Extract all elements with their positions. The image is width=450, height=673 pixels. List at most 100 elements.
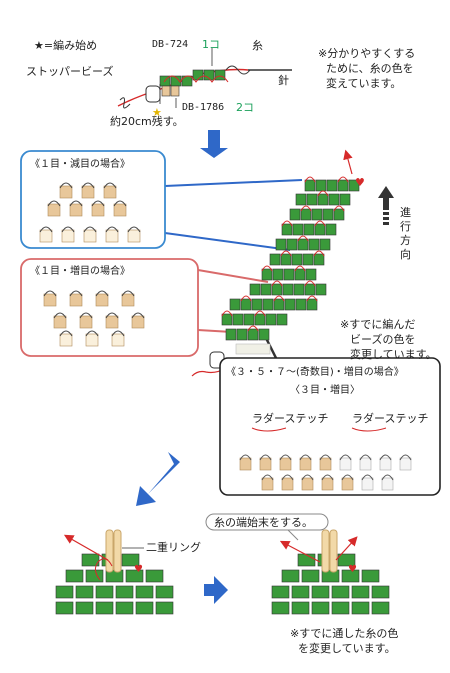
direction-label: 進 行 方 向 xyxy=(400,206,411,261)
bead xyxy=(339,193,351,206)
bead xyxy=(55,601,74,615)
bottom-note: ※すでに通した糸の色 を変更しています。 xyxy=(290,627,399,655)
bead xyxy=(306,193,318,206)
bead xyxy=(295,193,307,206)
bead xyxy=(328,193,340,206)
bead xyxy=(371,601,390,615)
bead xyxy=(95,585,114,599)
bead xyxy=(271,283,283,296)
bead xyxy=(53,315,67,329)
bead xyxy=(81,553,100,567)
thread-label: 糸 xyxy=(252,39,263,52)
bead xyxy=(321,477,334,491)
bead xyxy=(271,585,290,599)
mid-note: ※すでに編んだ ビーズの色を 変更しています。 xyxy=(340,318,437,361)
odd-increase-panel xyxy=(219,357,441,496)
bead2-count: 2コ xyxy=(236,101,254,114)
bead xyxy=(311,208,323,221)
top-note: ※分かりやすくする ために、糸の色を 変えています。 xyxy=(318,47,416,90)
leftover-label: 約20cm残す。 xyxy=(110,115,184,128)
bead xyxy=(276,313,288,326)
bead xyxy=(337,179,349,192)
bead xyxy=(315,179,327,192)
bead xyxy=(361,477,374,491)
bead xyxy=(229,298,241,311)
bead xyxy=(361,569,380,583)
bead xyxy=(79,315,93,329)
double-ring-label: 二重リング xyxy=(146,541,201,554)
bead xyxy=(91,203,105,217)
increase-panel xyxy=(20,258,199,357)
bead xyxy=(69,203,83,217)
bead xyxy=(299,457,312,471)
bead xyxy=(302,253,314,266)
bead xyxy=(311,601,330,615)
bead xyxy=(351,601,370,615)
bead xyxy=(341,569,360,583)
bead xyxy=(325,223,337,236)
bead xyxy=(331,601,350,615)
bead xyxy=(295,298,307,311)
bead xyxy=(272,268,284,281)
bead1-count: 1コ xyxy=(202,38,220,51)
odd-title: 《３・５・７～(奇数目)・増目の場合》 xyxy=(226,367,404,378)
blue-arrow-1 xyxy=(200,130,228,158)
bead xyxy=(258,328,270,341)
bead xyxy=(306,298,318,311)
bead xyxy=(221,313,233,326)
bead xyxy=(275,238,287,251)
bead xyxy=(319,457,332,471)
bead xyxy=(283,268,295,281)
bead xyxy=(111,333,125,347)
bead xyxy=(280,253,292,266)
bead xyxy=(371,585,390,599)
heart-icon: ♥ xyxy=(355,176,365,189)
bead2-code: DB-1786 xyxy=(182,102,225,113)
bead xyxy=(304,179,316,192)
bead xyxy=(261,477,274,491)
double-ring-diagram-right: ♥ xyxy=(271,527,390,615)
bead xyxy=(254,313,266,326)
bead xyxy=(297,238,309,251)
stopper-bead xyxy=(145,85,161,103)
bead xyxy=(127,229,141,243)
bead xyxy=(85,333,99,347)
bead xyxy=(69,293,83,307)
bead xyxy=(281,223,293,236)
bead xyxy=(105,229,119,243)
bead xyxy=(85,569,104,583)
bead xyxy=(121,293,135,307)
bead xyxy=(145,569,164,583)
odd-increase-diagram xyxy=(239,454,412,491)
odd-subtitle: 〈３目・増目〉 xyxy=(290,385,360,396)
bead xyxy=(115,601,134,615)
bead xyxy=(135,585,154,599)
decrease-title: 《１目・減目の場合》 xyxy=(30,159,130,170)
increase-title: 《１目・増目の場合》 xyxy=(30,266,130,277)
svg-text:♥: ♥ xyxy=(134,564,143,575)
needle-label: 針 xyxy=(278,74,289,87)
bead xyxy=(95,601,114,615)
bead xyxy=(313,253,325,266)
start-star-icon: ★ xyxy=(152,106,162,119)
bead xyxy=(281,477,294,491)
bead1-code: DB-724 xyxy=(152,39,189,50)
decrease-panel xyxy=(20,150,166,249)
bead xyxy=(331,585,350,599)
start-strand: ★ xyxy=(117,48,292,119)
bead xyxy=(115,585,134,599)
bead xyxy=(281,569,300,583)
bead xyxy=(291,601,310,615)
bead xyxy=(131,315,145,329)
bead xyxy=(284,298,296,311)
bead xyxy=(381,477,394,491)
main-beadwork xyxy=(221,176,360,341)
increase-diagram xyxy=(43,290,145,347)
bead xyxy=(225,328,237,341)
bead xyxy=(59,333,73,347)
bead xyxy=(333,208,345,221)
bead xyxy=(265,313,277,326)
bead xyxy=(351,585,370,599)
blue-arrow-2 xyxy=(136,452,180,506)
bead xyxy=(239,457,252,471)
